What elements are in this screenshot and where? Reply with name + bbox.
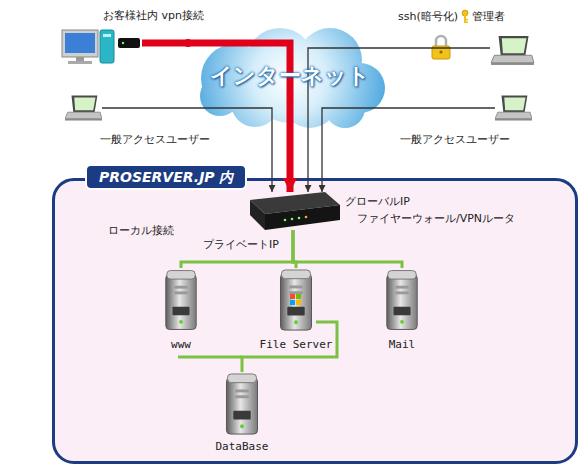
free-label: ローカル接続 [108, 224, 174, 238]
server-label: Mail [352, 338, 452, 352]
key-icon [462, 10, 468, 23]
cloud-label: インターネット [195, 62, 385, 90]
node-label: お客様社内 vpn接続 [103, 9, 204, 23]
server-label: DataBase [192, 440, 292, 454]
admin-laptop [491, 36, 534, 65]
server-label: File Server [246, 338, 346, 352]
node-label: 一般アクセスユーザー [100, 133, 210, 147]
router-label: ファイヤーウォール/VPNルータ [357, 212, 515, 226]
ssh-link [308, 48, 490, 192]
vpn-link [142, 43, 290, 192]
windows-logo [290, 294, 301, 305]
router-device [250, 192, 340, 230]
zone-heading: PROSERVER.JP 内 [85, 164, 247, 190]
lan-link [242, 322, 337, 372]
internet-link [322, 108, 495, 192]
lan-bus [178, 356, 242, 359]
router-label: グローバルIP [345, 195, 410, 209]
node-label: ssh(暗号化) [398, 10, 458, 24]
server-tower [387, 271, 417, 330]
server-tower [280, 270, 311, 330]
user-laptop [65, 96, 102, 121]
router-label: プライベートIP [203, 238, 279, 252]
vpn-client-pc [62, 30, 140, 64]
node-label: 管理者 [472, 10, 505, 24]
server-tower [226, 374, 257, 434]
node-label: 一般アクセスユーザー [400, 133, 510, 147]
user-laptop [495, 96, 532, 121]
server-tower [166, 271, 196, 330]
internet-link [102, 108, 272, 192]
server-label: www [131, 338, 231, 352]
lan-link [181, 230, 293, 268]
lan-link [293, 230, 402, 268]
